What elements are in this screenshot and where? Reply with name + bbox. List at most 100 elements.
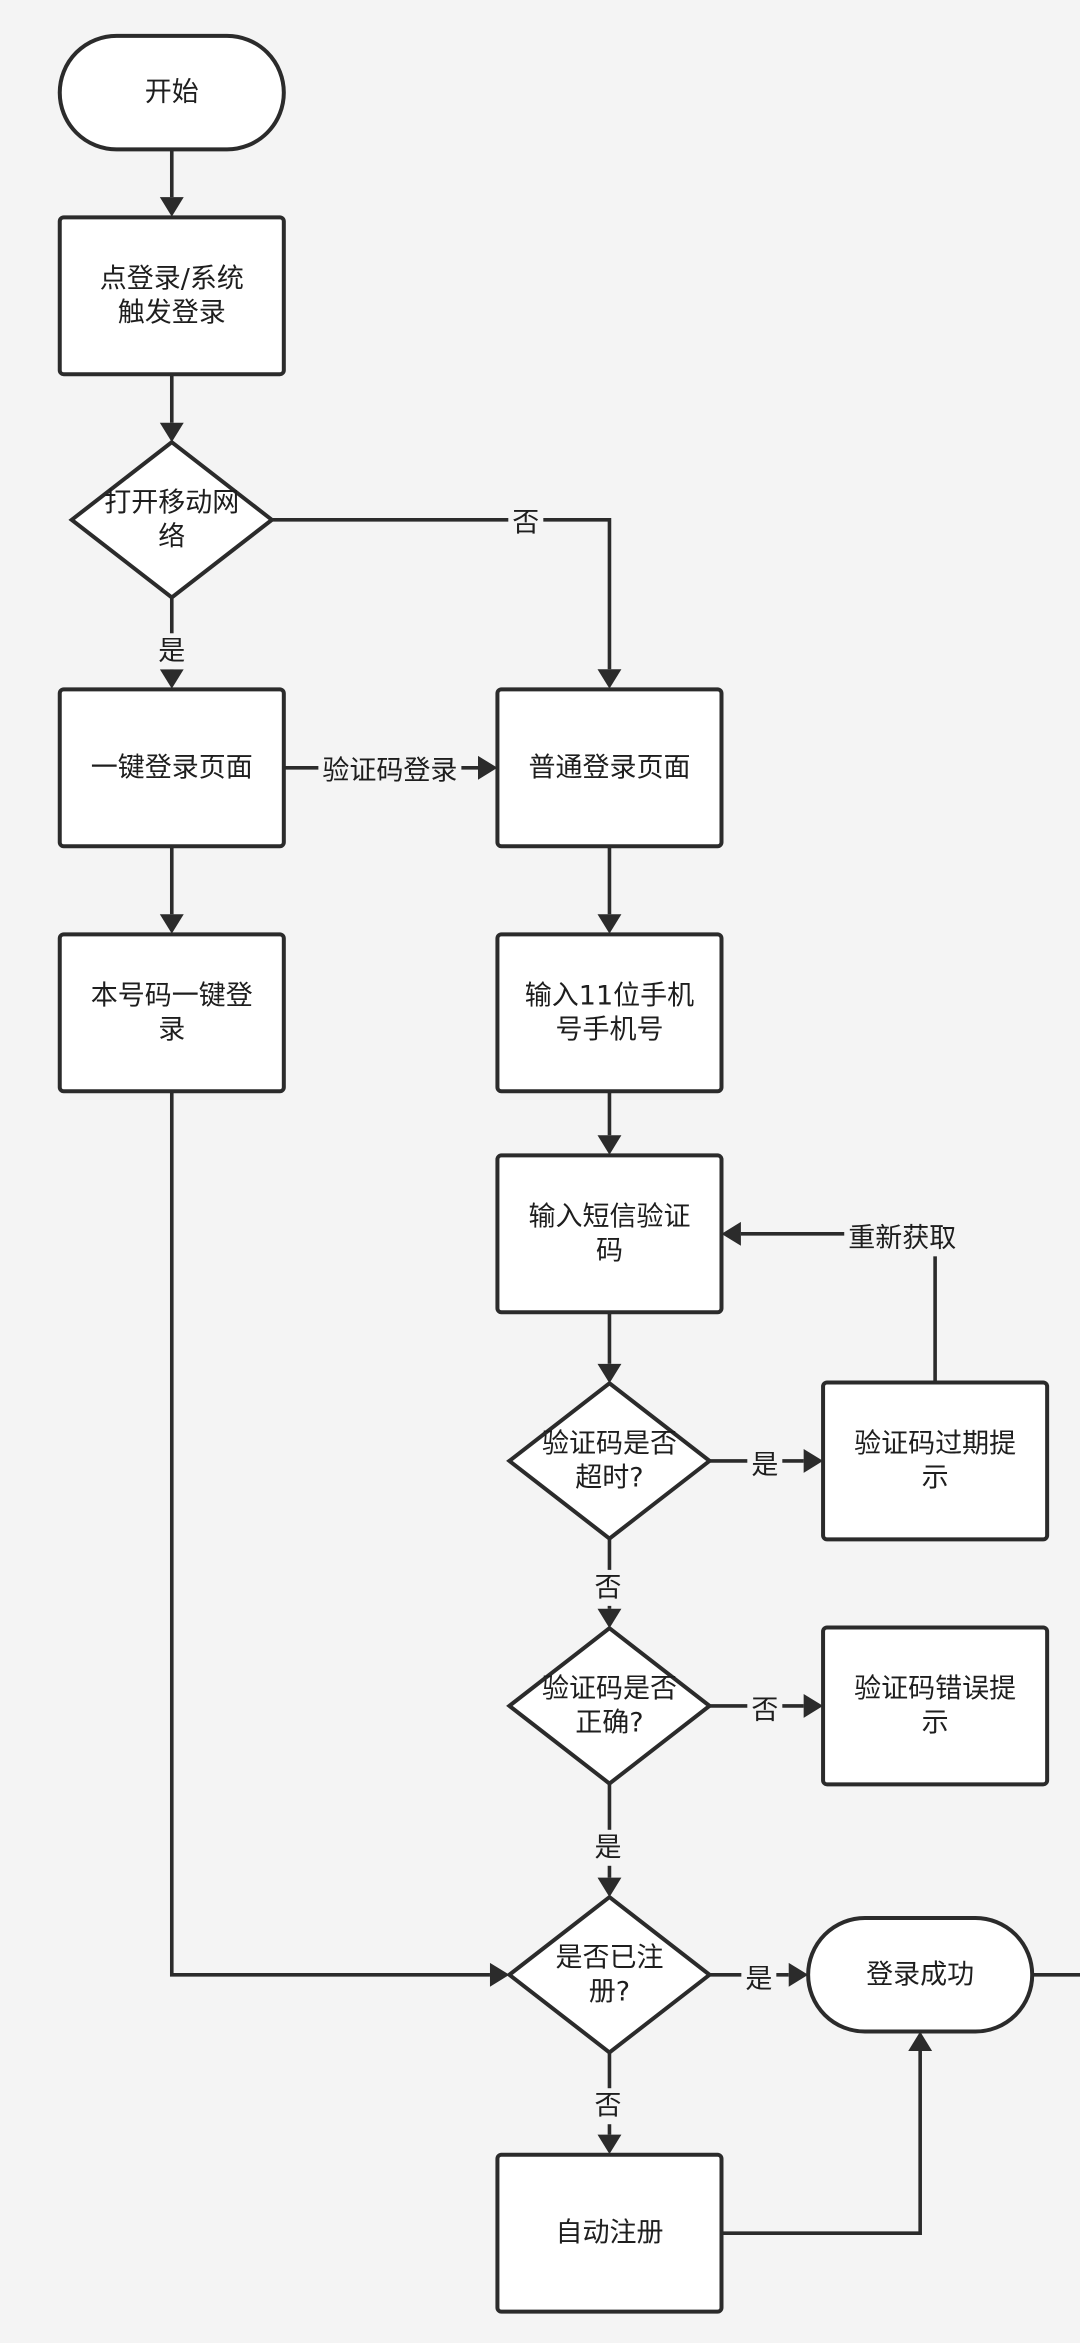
- arrowhead: [489, 1962, 510, 1987]
- arrowhead: [721, 1221, 741, 1246]
- edge-label-correct-yes: 是: [590, 1829, 626, 1866]
- node-text: 超时?: [575, 1462, 643, 1493]
- node-text: 开始: [145, 77, 199, 108]
- node-text: 触发登录: [118, 297, 226, 328]
- arrowhead: [159, 669, 184, 689]
- decision-diamond: [506, 1380, 713, 1542]
- edge-label-background: [741, 1961, 777, 1998]
- node-normal-page: 普通登录页面: [495, 687, 724, 849]
- edge-sms-to-timeout: [597, 1313, 622, 1384]
- edge-label-text: 否: [512, 507, 539, 538]
- edge-net-no-to-normal: [271, 518, 622, 689]
- edge-onekey-to-registered: [169, 1091, 510, 1987]
- node-text: 普通登录页面: [528, 752, 690, 783]
- node-text: 本号码一键登: [91, 980, 253, 1011]
- arrowhead: [597, 1877, 622, 1898]
- arrowhead: [597, 1135, 622, 1155]
- connector-line: [169, 1091, 490, 1977]
- edge-auto-to-success: [721, 2031, 933, 2235]
- node-text: 是否已注: [555, 1942, 663, 1973]
- edge-label-background: [154, 633, 190, 670]
- edge-label-text: 验证码登录: [322, 755, 457, 786]
- process-box: [821, 1625, 1050, 1787]
- node-text: 示: [922, 1462, 949, 1493]
- node-text: 一键登录页面: [91, 752, 253, 783]
- node-text: 络: [158, 521, 185, 552]
- node-text: 码: [596, 1235, 623, 1266]
- arrowhead: [788, 1962, 809, 1987]
- decision-diamond: [506, 1625, 713, 1787]
- arrowhead: [597, 914, 622, 934]
- edge-label-sms-code-login: 验证码登录: [318, 752, 462, 789]
- terminal-shape: [806, 1916, 1035, 2034]
- process-box: [495, 1153, 724, 1315]
- edge-label-text: 是: [158, 636, 185, 667]
- node-text: 正确?: [575, 1707, 643, 1738]
- edge-label-background: [747, 1692, 783, 1729]
- edge-label-text: 重新获取: [848, 1223, 956, 1254]
- edge-label-correct-no: 否: [747, 1692, 783, 1729]
- arrowhead: [159, 422, 184, 443]
- node-text: 册?: [589, 1976, 630, 2007]
- edge-label-background: [508, 504, 544, 541]
- process-box: [495, 687, 724, 849]
- edge-start-to-click: [159, 149, 184, 217]
- node-login-success: 登录成功: [806, 1916, 1035, 2034]
- edge-label-background: [590, 1569, 626, 1606]
- process-box: [495, 932, 724, 1094]
- node-text: 打开移动网: [104, 487, 239, 518]
- node-text: 输入短信验证: [528, 1201, 690, 1232]
- node-text: 验证码错误提: [854, 1673, 1016, 1704]
- edge-label-background: [747, 1447, 783, 1484]
- edge-label-text: 是: [594, 1832, 621, 1863]
- arrowhead: [478, 755, 498, 780]
- node-text: 示: [922, 1707, 949, 1738]
- arrowhead: [597, 669, 622, 689]
- terminal-shape: [57, 33, 286, 152]
- edge-label-registered-no: 否: [590, 2088, 626, 2125]
- node-text: 录: [158, 1014, 185, 1045]
- edge-label-reacquire: 重新获取: [844, 1220, 961, 1257]
- edge-label-text: 否: [594, 1572, 621, 1603]
- edge-click-to-net: [159, 374, 184, 443]
- node-text: 号手机号: [555, 1014, 663, 1045]
- node-text: 验证码是否: [542, 1428, 677, 1459]
- nodes-layer: 开始点登录/系统触发登录打开移动网络一键登录页面普通登录页面本号码一键登录输入1…: [57, 33, 1050, 2314]
- node-auto-register: 自动注册: [495, 2152, 724, 2314]
- node-one-click-page: 一键登录页面: [57, 687, 286, 849]
- arrowhead: [803, 1448, 824, 1473]
- edge-label-background: [590, 1829, 626, 1866]
- edge-label-background: [844, 1220, 961, 1257]
- arrowhead: [597, 1363, 622, 1384]
- edge-label-timeout-no: 否: [590, 1569, 626, 1606]
- edge-label-text: 是: [751, 1450, 778, 1481]
- edge-label-background: [318, 752, 462, 789]
- process-box: [57, 215, 286, 377]
- node-text: 验证码是否: [542, 1673, 677, 1704]
- node-start: 开始: [57, 33, 286, 152]
- connector-line: [721, 2050, 922, 2235]
- edge-label-text: 否: [594, 2091, 621, 2122]
- connector-line: [271, 518, 612, 670]
- edge-label-text: 否: [751, 1695, 778, 1726]
- process-box: [495, 2152, 724, 2314]
- edge-label-text: 是: [745, 1964, 772, 1995]
- process-box: [57, 932, 286, 1094]
- arrowhead: [803, 1693, 824, 1718]
- node-text: 验证码过期提: [854, 1428, 1016, 1459]
- edge-phone-to-sms: [597, 1091, 622, 1155]
- edge-label-timeout-yes: 是: [747, 1447, 783, 1484]
- edge-label-background: [590, 2088, 626, 2125]
- node-text: 登录成功: [866, 1959, 974, 1990]
- process-box: [821, 1380, 1050, 1542]
- edge-label-net-no: 否: [508, 504, 544, 541]
